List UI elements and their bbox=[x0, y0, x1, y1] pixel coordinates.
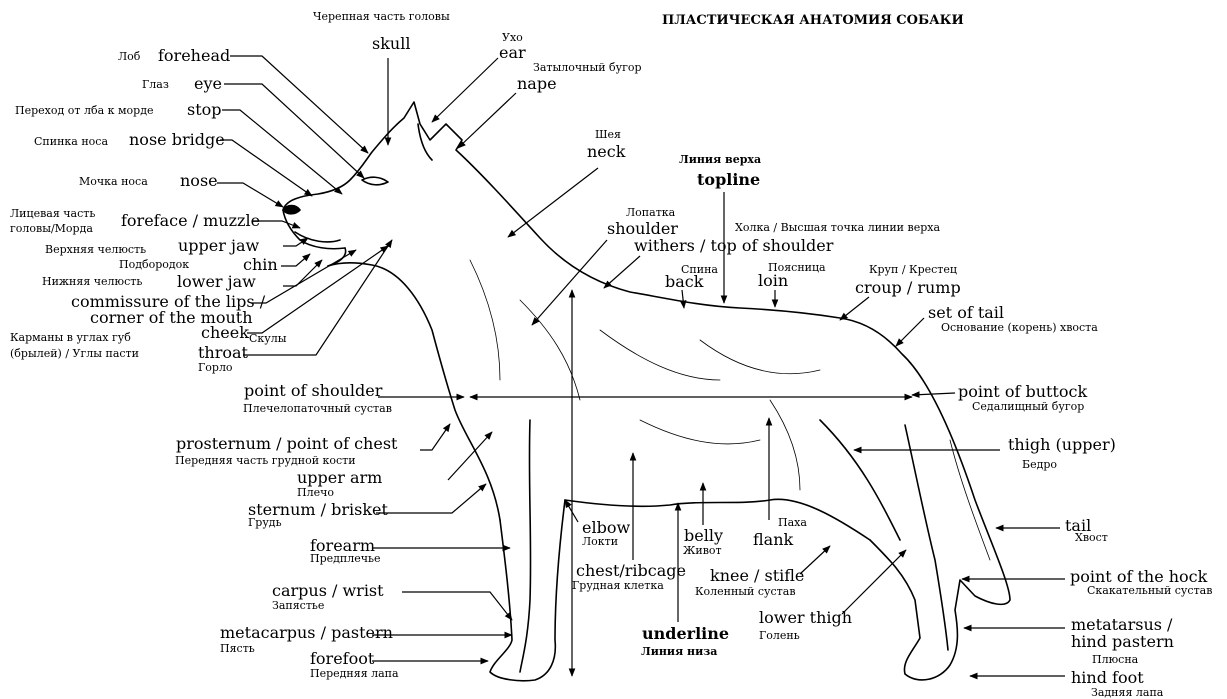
label-skull: skull bbox=[372, 36, 410, 52]
label-flank: flank bbox=[753, 532, 793, 548]
label-nose: nose bbox=[180, 173, 218, 189]
label-chest: chest/ribcage bbox=[576, 563, 686, 579]
label-belly-ru: Живот bbox=[683, 545, 722, 556]
label-stop-ru: Переход от лба к морде bbox=[15, 105, 154, 116]
label-neck: neck bbox=[587, 144, 625, 160]
label-muzzle-ru-2: головы/Морда bbox=[10, 223, 93, 234]
label-chin: chin bbox=[243, 257, 278, 273]
label-point-of-hock-ru: Скакательный сустав bbox=[1087, 585, 1212, 596]
label-topline-ru: Линия верха bbox=[679, 154, 761, 165]
label-hind-foot: hind foot bbox=[1071, 670, 1144, 686]
label-belly: belly bbox=[684, 528, 723, 544]
label-nape-ru: Затылочный бугор bbox=[533, 62, 642, 73]
label-thigh: thigh (upper) bbox=[1008, 437, 1116, 453]
label-thigh-ru: Бедро bbox=[1022, 459, 1057, 470]
label-ear-ru: Ухо bbox=[502, 32, 523, 43]
label-loin: loin bbox=[758, 273, 788, 289]
label-metatarsus-2: hind pastern bbox=[1071, 634, 1174, 650]
label-point-of-hock: point of the hock bbox=[1070, 569, 1207, 585]
label-flank-ru: Паха bbox=[778, 517, 807, 528]
label-muzzle-ru-1: Лицевая часть bbox=[10, 208, 95, 219]
label-throat: throat bbox=[198, 345, 248, 361]
label-metatarsus-ru: Плюсна bbox=[1092, 654, 1138, 665]
label-ear: ear bbox=[499, 45, 526, 61]
label-knee: knee / stifle bbox=[710, 568, 804, 584]
label-croup-ru: Круп / Крестец bbox=[869, 264, 957, 275]
label-tail-ru: Хвост bbox=[1075, 532, 1108, 543]
label-nose-bridge-ru: Спинка носа bbox=[34, 136, 108, 147]
label-forehead-ru: Лоб bbox=[118, 51, 140, 62]
label-point-of-shoulder: point of shoulder bbox=[244, 383, 382, 399]
label-eye-ru: Глаз bbox=[142, 79, 169, 90]
label-forefoot: forefoot bbox=[310, 651, 374, 667]
label-muzzle: foreface / muzzle bbox=[121, 213, 260, 229]
label-cheek: cheek bbox=[201, 325, 249, 341]
label-topline: topline bbox=[697, 172, 760, 188]
label-shoulder-ru: Лопатка bbox=[626, 207, 675, 218]
label-elbow: elbow bbox=[582, 520, 630, 536]
label-prosternum: prosternum / point of chest bbox=[176, 436, 397, 452]
label-withers: withers / top of shoulder bbox=[634, 238, 833, 254]
label-nose-bridge: nose bridge bbox=[129, 132, 225, 148]
label-lower-thigh: lower thigh bbox=[759, 610, 852, 626]
label-forehead: forehead bbox=[158, 48, 230, 64]
label-upper-jaw: upper jaw bbox=[178, 238, 259, 254]
label-lower-jaw-ru: Нижняя челюсть bbox=[42, 276, 142, 287]
page-title: ПЛАСТИЧЕСКАЯ АНАТОМИЯ СОБАКИ bbox=[662, 14, 964, 27]
label-lips-ru-1: Карманы в углах губ bbox=[10, 332, 131, 343]
label-nape: nape bbox=[517, 76, 557, 92]
label-metacarpus-ru: Пясть bbox=[220, 643, 255, 654]
dog-outline bbox=[283, 102, 1010, 681]
label-metatarsus-1: metatarsus / bbox=[1071, 617, 1172, 633]
label-skull-ru: Черепная часть головы bbox=[313, 11, 450, 22]
label-cheek-ru: Скулы bbox=[249, 333, 287, 344]
label-lips-ru-2: (брылей) / Углы пасти bbox=[10, 348, 139, 359]
label-croup: croup / rump bbox=[855, 280, 961, 296]
label-upper-arm-ru: Плечо bbox=[297, 487, 334, 498]
label-upper-jaw-ru: Верхняя челюсть bbox=[45, 244, 146, 255]
label-carpus-ru: Запястье bbox=[272, 600, 324, 611]
label-set-of-tail: set of tail bbox=[928, 305, 1004, 321]
label-elbow-ru: Локти bbox=[582, 536, 618, 547]
label-shoulder: shoulder bbox=[607, 221, 678, 237]
label-hind-foot-ru: Задняя лапа bbox=[1091, 687, 1163, 698]
label-set-of-tail-ru: Основание (корень) хвоста bbox=[941, 322, 1098, 333]
label-point-of-buttock-ru: Седалищный бугор bbox=[972, 401, 1084, 412]
label-neck-ru: Шея bbox=[595, 129, 621, 140]
label-prosternum-ru: Передняя часть грудной кости bbox=[175, 455, 356, 466]
label-upper-arm: upper arm bbox=[297, 470, 382, 486]
label-point-of-shoulder-ru: Плечелопаточный сустав bbox=[243, 403, 392, 414]
label-eye: eye bbox=[194, 76, 222, 92]
label-metacarpus: metacarpus / pastern bbox=[220, 625, 393, 641]
label-stop: stop bbox=[187, 102, 222, 118]
label-underline-ru: Линия низа bbox=[641, 646, 717, 657]
label-forearm-ru: Предплечье bbox=[310, 553, 381, 564]
label-lower-thigh-ru: Голень bbox=[759, 630, 800, 641]
label-back: back bbox=[665, 274, 703, 290]
label-chin-ru: Подбородок bbox=[119, 259, 189, 270]
label-knee-ru: Коленный сустав bbox=[695, 586, 796, 597]
label-chest-ru: Грудная клетка bbox=[572, 580, 664, 591]
label-point-of-buttock: point of buttock bbox=[958, 384, 1087, 400]
label-sternum-ru: Грудь bbox=[248, 517, 282, 528]
label-underline: underline bbox=[642, 626, 729, 642]
label-withers-ru: Холка / Высшая точка линии верха bbox=[735, 222, 940, 233]
label-forefoot-ru: Передняя лапа bbox=[310, 668, 399, 679]
label-throat-ru: Горло bbox=[198, 362, 233, 373]
label-carpus: carpus / wrist bbox=[272, 583, 384, 599]
label-nose-ru: Мочка носа bbox=[79, 176, 148, 187]
label-lower-jaw: lower jaw bbox=[177, 274, 256, 290]
